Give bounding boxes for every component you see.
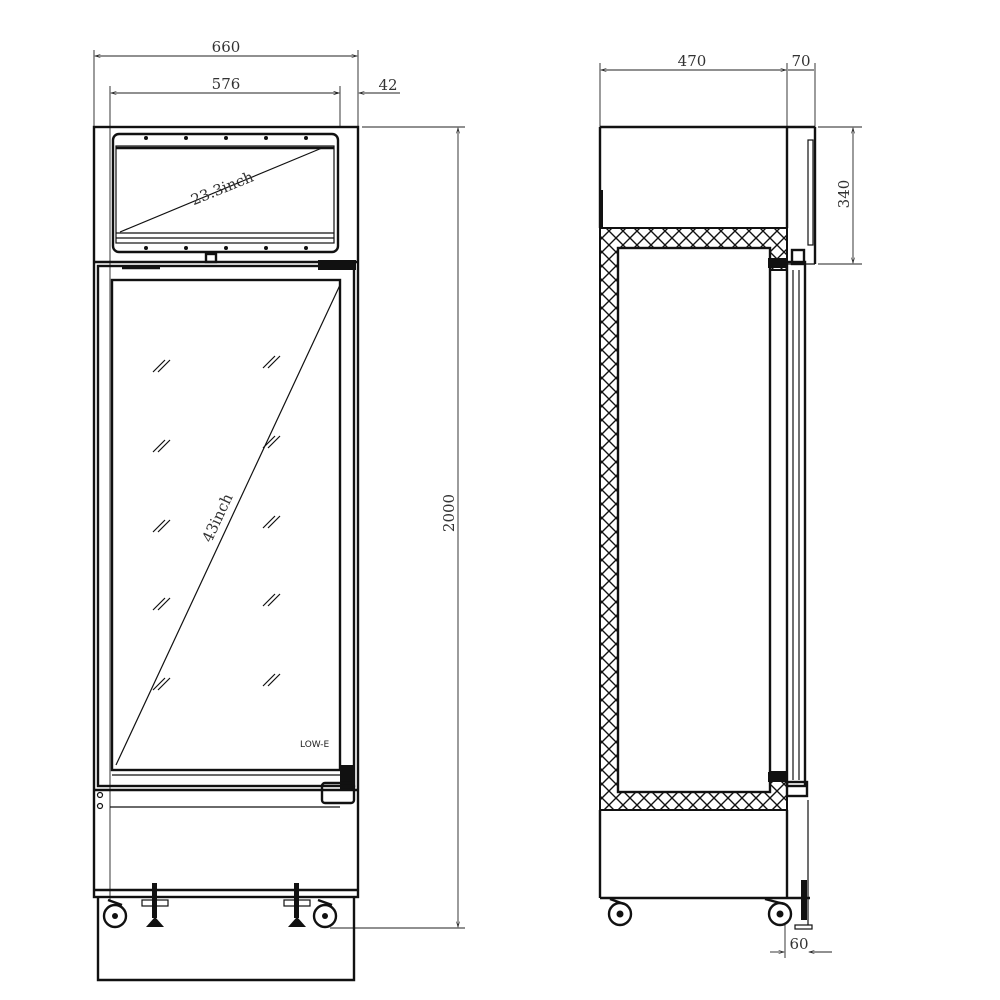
dimension-side-offset: 42 [320, 76, 400, 94]
side-caster-left [607, 897, 633, 927]
leveling-foot-right [283, 883, 311, 927]
dimension-top-height: 340 [818, 126, 862, 265]
dim-60-label: 60 [789, 935, 808, 953]
dim-340-label: 340 [835, 180, 853, 209]
side-view: 470 70 340 [598, 52, 862, 958]
dim-576-label: 576 [212, 75, 241, 93]
insulated-wall [599, 227, 788, 811]
leveling-foot-left [141, 883, 169, 927]
footprint-outline [96, 897, 356, 982]
dimension-inner-width: 576 [109, 75, 341, 900]
dimension-overall-width: 660 [93, 38, 359, 127]
low-e-label: LOW-E [300, 740, 330, 750]
door-profile [768, 248, 809, 798]
dim-70-label: 70 [791, 52, 810, 70]
dim-42-label: 42 [378, 76, 397, 94]
caster-wheel-right [312, 898, 338, 929]
glass-reflection-marks [152, 355, 281, 691]
top-display-panel: 23.3inch [111, 132, 340, 264]
front-view: 660 576 42 2000 [92, 38, 465, 982]
base-panel [94, 788, 358, 898]
glass-door: 43inch LOW-E [94, 260, 358, 805]
dimension-depth: 470 70 [599, 52, 816, 127]
dim-660-label: 660 [212, 38, 241, 56]
dim-2000-label: 2000 [440, 494, 458, 532]
side-caster-right [764, 880, 813, 930]
display-bracket [807, 139, 814, 246]
caster-wheel-left [102, 898, 128, 929]
dimension-caster-offset: 60 [770, 925, 832, 958]
side-base [598, 800, 810, 925]
screen-diagonal-label: 23.3inch [188, 168, 256, 210]
interior-cavity [616, 246, 772, 794]
dimension-overall-height: 2000 [330, 126, 465, 929]
dim-470-label: 470 [678, 52, 707, 70]
